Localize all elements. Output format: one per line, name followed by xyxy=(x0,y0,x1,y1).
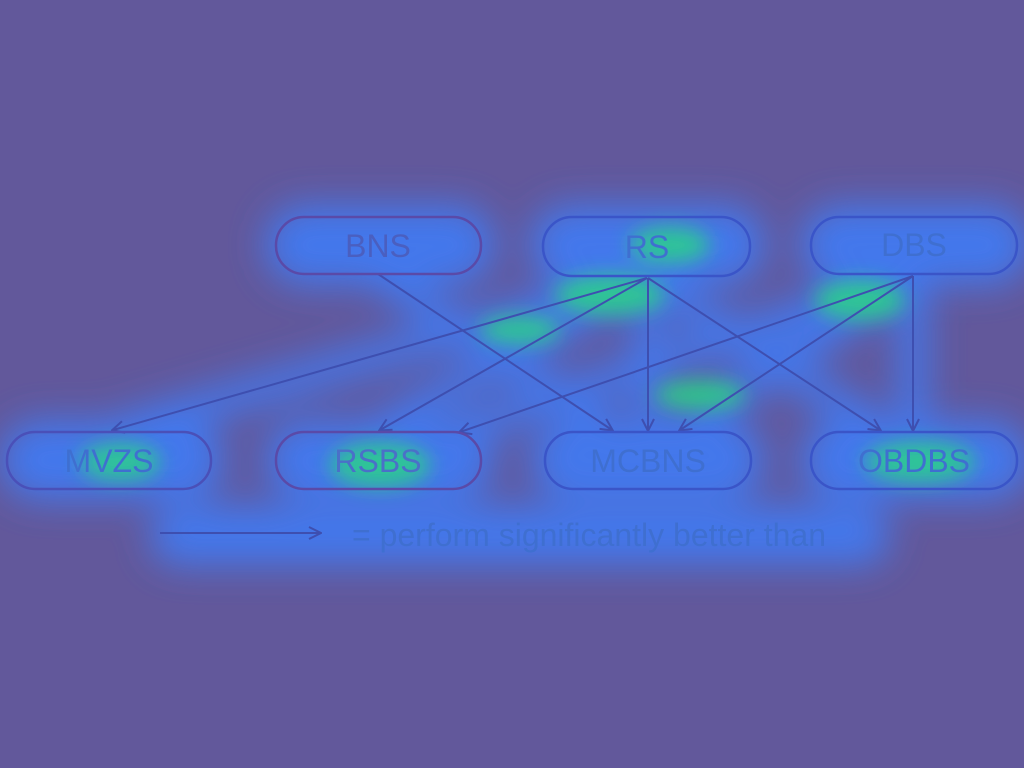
node-bns: BNS xyxy=(274,215,483,276)
edge-rs-mvzs xyxy=(113,277,648,430)
node-mvzs-label: MVZS xyxy=(65,443,154,479)
node-rsbs-label: RSBS xyxy=(334,443,421,479)
node-rs-label: RS xyxy=(625,229,669,265)
edges xyxy=(113,273,914,432)
node-rsbs: RSBS xyxy=(274,430,483,491)
edge-rs-obdbs xyxy=(647,277,880,430)
node-mcbns-label: MCBNS xyxy=(590,443,706,479)
edge-rs-rsbs xyxy=(380,277,648,430)
glow-layer xyxy=(0,205,1024,565)
legend: = perform significantly better than xyxy=(160,517,826,553)
glow-hotspots xyxy=(80,227,975,487)
node-bns-label: BNS xyxy=(345,228,411,264)
node-dbs: DBS xyxy=(809,215,1019,276)
node-rs: RS xyxy=(541,215,752,278)
edge-bns-mcbns xyxy=(377,273,612,430)
node-mvzs: MVZS xyxy=(5,430,213,491)
node-mcbns: MCBNS xyxy=(543,430,753,491)
edge-dbs-rsbs xyxy=(460,275,914,432)
node-obdbs: OBDBS xyxy=(809,430,1019,491)
node-obdbs-label: OBDBS xyxy=(858,443,970,479)
edge-dbs-mcbns xyxy=(680,275,914,430)
legend-text: = perform significantly better than xyxy=(352,517,826,553)
node-dbs-label: DBS xyxy=(881,227,947,263)
